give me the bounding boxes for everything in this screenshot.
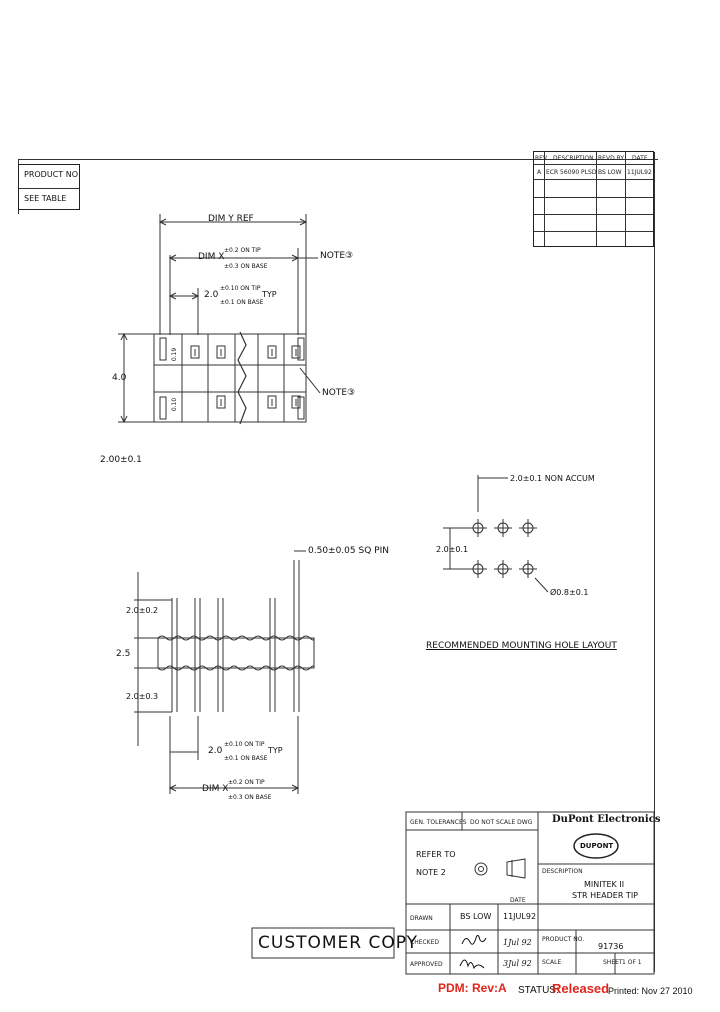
rev-row-rev: A bbox=[537, 169, 542, 176]
hole-row-pitch: 2.0±0.1 bbox=[436, 545, 469, 554]
rev-row-line-1 bbox=[534, 164, 653, 165]
sheet-label: SHEET bbox=[603, 959, 623, 966]
approved-date: 3Jul 92 bbox=[503, 959, 532, 968]
date-label: DATE bbox=[510, 897, 526, 904]
pitch-prefix-bottom: 2.0 bbox=[208, 746, 223, 756]
sheet-value: 1 OF 1 bbox=[622, 959, 642, 966]
pitch-base-bottom: ±0.1 ON BASE bbox=[224, 755, 268, 762]
rev-col-line-2 bbox=[596, 152, 597, 246]
rev-row-line-2 bbox=[534, 179, 653, 180]
hole-layout-caption: RECOMMENDED MOUNTING HOLE LAYOUT bbox=[426, 641, 617, 651]
rev-header-description: DESCRIPTION bbox=[553, 155, 594, 162]
do-not-scale-label: DO NOT SCALE DWG bbox=[470, 819, 533, 826]
typ-label-top: TYP bbox=[262, 290, 277, 299]
dim-x-tip-bottom: ±0.2 ON TIP bbox=[228, 779, 265, 786]
checked-date: 1Jul 92 bbox=[503, 938, 532, 947]
scale-label: SCALE bbox=[542, 959, 562, 966]
note2-label: NOTE 2 bbox=[416, 868, 446, 877]
rev-header-date: DATE bbox=[632, 155, 648, 162]
drawn-by: BS LOW bbox=[460, 912, 492, 921]
width-label: 2.00±0.1 bbox=[100, 455, 142, 465]
hole-diameter-label: Ø0.8±0.1 bbox=[550, 588, 589, 597]
approved-label: APPROVED bbox=[410, 961, 443, 968]
dim-y-ref-label: DIM Y REF bbox=[208, 214, 254, 224]
dim-x-base: ±0.3 ON BASE bbox=[224, 263, 268, 270]
side-dim-lower: 2.0±0.3 bbox=[126, 692, 159, 701]
rev-header-rev: REV bbox=[535, 155, 548, 162]
printed-date: Printed: Nov 27 2010 bbox=[608, 986, 693, 996]
checked-label: CHECKED bbox=[410, 939, 440, 946]
pitch-prefix-top: 2.0 bbox=[204, 290, 219, 300]
product-no-value: 91736 bbox=[598, 942, 624, 951]
drawn-date: 11JUL92 bbox=[503, 912, 537, 921]
rev-row-date: 11JUL92 bbox=[627, 169, 652, 176]
description-line2: STR HEADER TIP bbox=[572, 891, 638, 900]
pitch-tip-top: ±0.10 ON TIP bbox=[220, 285, 261, 292]
see-table-label: SEE TABLE bbox=[24, 194, 67, 203]
rev-row-line-5 bbox=[534, 231, 653, 232]
product-no-label: PRODUCT NO bbox=[24, 170, 78, 179]
pdm-rev-label: PDM: Rev:A bbox=[438, 981, 507, 995]
rev-row-description: ECR 56090 PLSD bbox=[546, 169, 597, 176]
refer-to-label: REFER TO bbox=[416, 850, 456, 859]
rev-row-revd-by: BS LOW bbox=[598, 169, 622, 176]
dupont-logo: DUPONT bbox=[580, 842, 614, 850]
note3-label-side: NOTE③ bbox=[322, 388, 356, 398]
company-name: DuPont Electronics bbox=[552, 814, 661, 825]
note3-label-top: NOTE③ bbox=[320, 251, 354, 261]
pitch-tip-bottom: ±0.10 ON TIP bbox=[224, 741, 265, 748]
rev-row-line-3 bbox=[534, 197, 653, 198]
frame-top-line bbox=[18, 159, 658, 160]
product-number-box: PRODUCT NO SEE TABLE bbox=[18, 164, 80, 210]
height-label: 4.0 bbox=[112, 373, 127, 383]
square-pin-label: 0.50±0.05 SQ PIN bbox=[308, 546, 389, 556]
hole-pitch-label: 2.0±0.1 NON ACCUM bbox=[510, 474, 595, 483]
typ-label-bottom: TYP bbox=[268, 746, 283, 755]
rev-col-line-3 bbox=[625, 152, 626, 246]
rev-header-revd-by: REVD BY bbox=[598, 155, 625, 162]
gen-tolerances-label: GEN. TOLERANCES bbox=[410, 819, 467, 826]
rev-row-line-4 bbox=[534, 214, 653, 215]
dim-x-prefix: DIM X bbox=[198, 252, 225, 262]
drawn-label: DRAWN bbox=[410, 915, 433, 922]
status-label: STATUS: bbox=[518, 985, 559, 996]
pitch-base-top: ±0.1 ON BASE bbox=[220, 299, 264, 306]
dim-x-prefix-bottom: DIM X bbox=[202, 784, 229, 794]
checked-signature bbox=[461, 934, 487, 945]
customer-copy-stamp: CUSTOMER COPY bbox=[258, 933, 419, 953]
frame-right-line bbox=[654, 152, 655, 972]
product-box-divider bbox=[19, 188, 79, 189]
dim-x-tip: ±0.2 ON TIP bbox=[224, 247, 261, 254]
side-dim-upper: 2.0±0.2 bbox=[126, 606, 159, 615]
status-value: Released bbox=[552, 981, 610, 996]
description-label: DESCRIPTION bbox=[542, 868, 583, 875]
product-no-title-label: PRODUCT NO. bbox=[542, 936, 585, 943]
revision-table: REV DESCRIPTION REVD BY DATE A ECR 56090… bbox=[533, 151, 654, 247]
dim-x-base-bottom: ±0.3 ON BASE bbox=[228, 794, 272, 801]
description-line1: MINITEK II bbox=[584, 880, 625, 889]
approved-signature bbox=[459, 959, 485, 970]
rev-col-line-1 bbox=[544, 152, 545, 246]
side-dim-body: 2.5 bbox=[116, 649, 131, 659]
